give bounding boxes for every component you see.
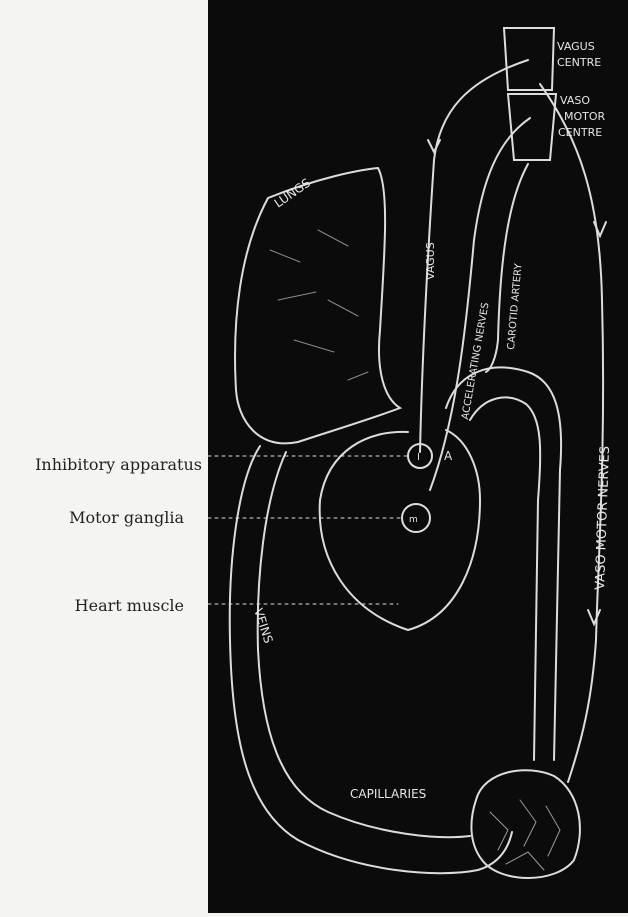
vagus-label: VAGUS — [424, 242, 437, 280]
capillaries-bed — [471, 770, 580, 878]
vaso-centre-label-3: CENTRE — [558, 126, 602, 139]
lungs-outline — [235, 168, 400, 443]
lungs-label: LUNGS — [272, 176, 313, 211]
inhibitory-apparatus-label: Inhibitory apparatus — [6, 455, 202, 474]
vaso-line-to-capillaries — [568, 640, 596, 782]
inhibitory-marker-i: I — [417, 452, 420, 463]
capillaries-label: CAPILLARIES — [350, 787, 426, 801]
vaso-motor-centre-box — [508, 94, 556, 160]
carotid-artery-label: CAROTID ARTERY — [506, 262, 525, 350]
aorta-inner — [470, 397, 540, 760]
chalkboard-diagram: VAGUS CENTRE VASO MOTOR CENTRE LUNGS VAG… — [208, 0, 628, 913]
vaso-arrow-bottom — [588, 610, 600, 624]
veins-path — [230, 446, 512, 873]
circulation-diagram: VAGUS CENTRE VASO MOTOR CENTRE LUNGS VAG… — [208, 0, 628, 913]
vaso-centre-label-2: MOTOR — [564, 110, 606, 123]
marker-a-label: A — [444, 449, 453, 463]
capillary-texture — [490, 800, 560, 870]
motor-ganglia-label: Motor ganglia — [6, 508, 184, 527]
vagus-centre-label-2: CENTRE — [557, 56, 601, 69]
heart-outline — [320, 430, 480, 630]
vagus-centre-label: VAGUS — [557, 40, 595, 53]
aorta-arch — [446, 368, 561, 761]
heart-muscle-label: Heart muscle — [6, 596, 184, 615]
veins-inner — [258, 452, 470, 837]
veins-label: VEINS — [251, 607, 275, 646]
vagus-centre-box — [504, 28, 554, 90]
motor-marker-m: m — [409, 515, 418, 525]
vagus-arrow — [428, 140, 440, 152]
vaso-motor-nerves-label: VASO MOTOR NERVES — [593, 446, 613, 590]
lung-texture — [270, 230, 368, 380]
vaso-centre-label: VASO — [560, 94, 590, 107]
